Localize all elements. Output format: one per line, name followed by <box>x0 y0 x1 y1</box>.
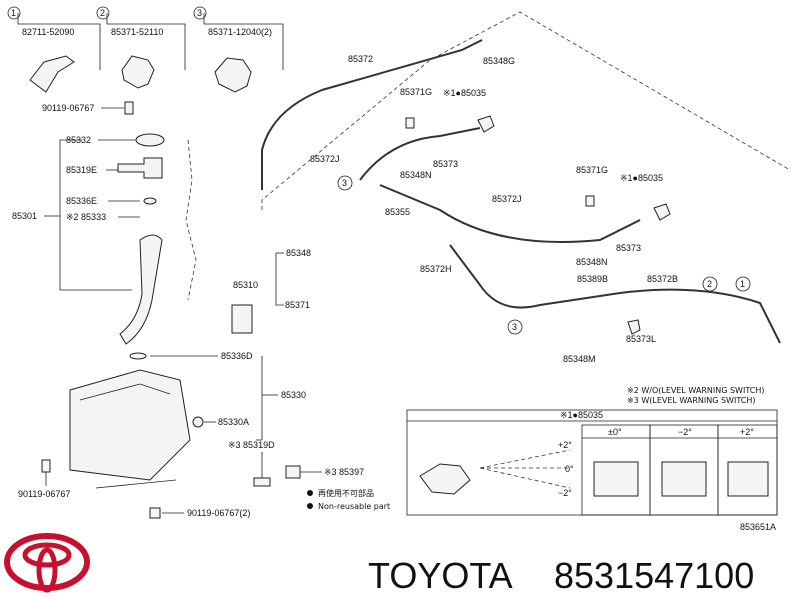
label-85371G-a: 85371G <box>400 87 432 97</box>
hose-85372 <box>261 39 483 190</box>
legend-en: Non-reusable part <box>318 502 390 511</box>
svg-text:85371-12040(2): 85371-12040(2) <box>208 27 272 37</box>
connector-icon-zero <box>593 461 639 497</box>
column-zero: ±0° <box>608 427 622 437</box>
svg-text:2: 2 <box>100 8 105 18</box>
reference-part-3: 3 85371-12040(2) <box>193 6 284 93</box>
connector-icon-minus <box>661 461 707 497</box>
label-85348: 85348 <box>286 248 311 258</box>
label-85310: 85310 <box>233 280 258 290</box>
svg-text:85371-52110: 85371-52110 <box>111 27 163 37</box>
label-85348M: 85348M <box>563 354 596 364</box>
label-85372J-b: 85372J <box>492 194 522 204</box>
label-85373-b: 85373 <box>616 243 641 253</box>
column-minus: −2° <box>678 427 692 437</box>
figure-id: 853651A <box>740 522 776 532</box>
svg-text:3: 3 <box>342 178 347 188</box>
svg-text:3: 3 <box>197 8 202 18</box>
part-number: 8531547100 <box>554 555 754 596</box>
label-85319E: 85319E <box>66 165 97 175</box>
svg-text:2: 2 <box>707 279 712 289</box>
label-85373L: 85373L <box>626 334 656 344</box>
label-85336E: 85336E <box>66 196 97 206</box>
note-w-o-switch: ※2 W/O(LEVEL WARNING SWITCH) <box>627 386 764 395</box>
legend-dot-icon <box>307 490 313 496</box>
label-85333: ※2 85333 <box>66 212 106 222</box>
svg-text:+2°: +2° <box>558 440 572 450</box>
svg-text:0°: 0° <box>565 464 574 474</box>
filler-pipe-icon <box>119 234 163 345</box>
label-85371: 85371 <box>285 300 310 310</box>
connector-icon-plus <box>727 461 769 497</box>
label-bolt-top: 90119-06767 <box>42 103 94 113</box>
label-85035-b: ※1●85035 <box>620 173 663 183</box>
bolt-top-icon <box>124 101 134 115</box>
inset-title: ※1●85035 <box>560 410 603 420</box>
label-85035-a: ※1●85035 <box>443 88 486 98</box>
level-switch-icon <box>117 157 163 179</box>
column-plus: +2° <box>740 427 754 437</box>
note-w-switch: ※3 W(LEVEL WARNING SWITCH) <box>627 396 755 405</box>
label-85330A: 85330A <box>218 417 249 427</box>
label-85371G-b: 85371G <box>576 165 608 175</box>
label-85373-a: 85373 <box>433 159 458 169</box>
svg-text:1: 1 <box>740 279 745 289</box>
label-85301: 85301 <box>12 211 37 221</box>
reference-part-1: 1 82711-52090 <box>7 6 101 93</box>
label-85348G: 85348G <box>483 56 515 66</box>
label-85372J-a: 85372J <box>310 154 340 164</box>
brand-name: TOYOTA <box>368 555 513 596</box>
label-85319D: ※3 85319D <box>228 440 275 450</box>
label-bolt-left: 90119-06767 <box>18 489 70 499</box>
label-85336D: 85336D <box>221 351 253 361</box>
nozzle-icon-a <box>477 115 495 133</box>
label-85372H: 85372H <box>420 264 452 274</box>
nozzle-side-icon <box>419 463 471 495</box>
washer-tank-icon <box>69 369 191 481</box>
label-85372: 85372 <box>348 54 373 64</box>
washer-pump-icon <box>231 304 253 334</box>
label-85372B: 85372B <box>647 274 678 284</box>
dipstick-line <box>185 139 197 301</box>
nozzle-icon-b <box>653 203 671 221</box>
svg-text:82711-52090: 82711-52090 <box>22 27 74 37</box>
svg-text:1: 1 <box>11 8 16 18</box>
label-85348N-b: 85348N <box>576 257 608 267</box>
label-85330: 85330 <box>281 390 306 400</box>
label-85348N-a: 85348N <box>400 170 432 180</box>
label-85355: 85355 <box>385 207 410 217</box>
legend-cn: 再使用不可部品 <box>318 488 374 498</box>
label-85397: ※3 85397 <box>324 467 364 477</box>
nozzle-angle-inset: ※1●85035 +2° 0° −2° ±0° −2° +2° <box>406 409 778 516</box>
toyota-logo-icon <box>4 533 90 593</box>
reference-part-2: 2 85371-52110 <box>96 6 186 89</box>
svg-text:−2°: −2° <box>558 488 572 498</box>
svg-text:3: 3 <box>512 322 517 332</box>
label-bolt-bottom: 90119-06767(2) <box>187 508 250 518</box>
cap-icon <box>135 133 165 147</box>
label-85389B: 85389B <box>577 274 608 284</box>
